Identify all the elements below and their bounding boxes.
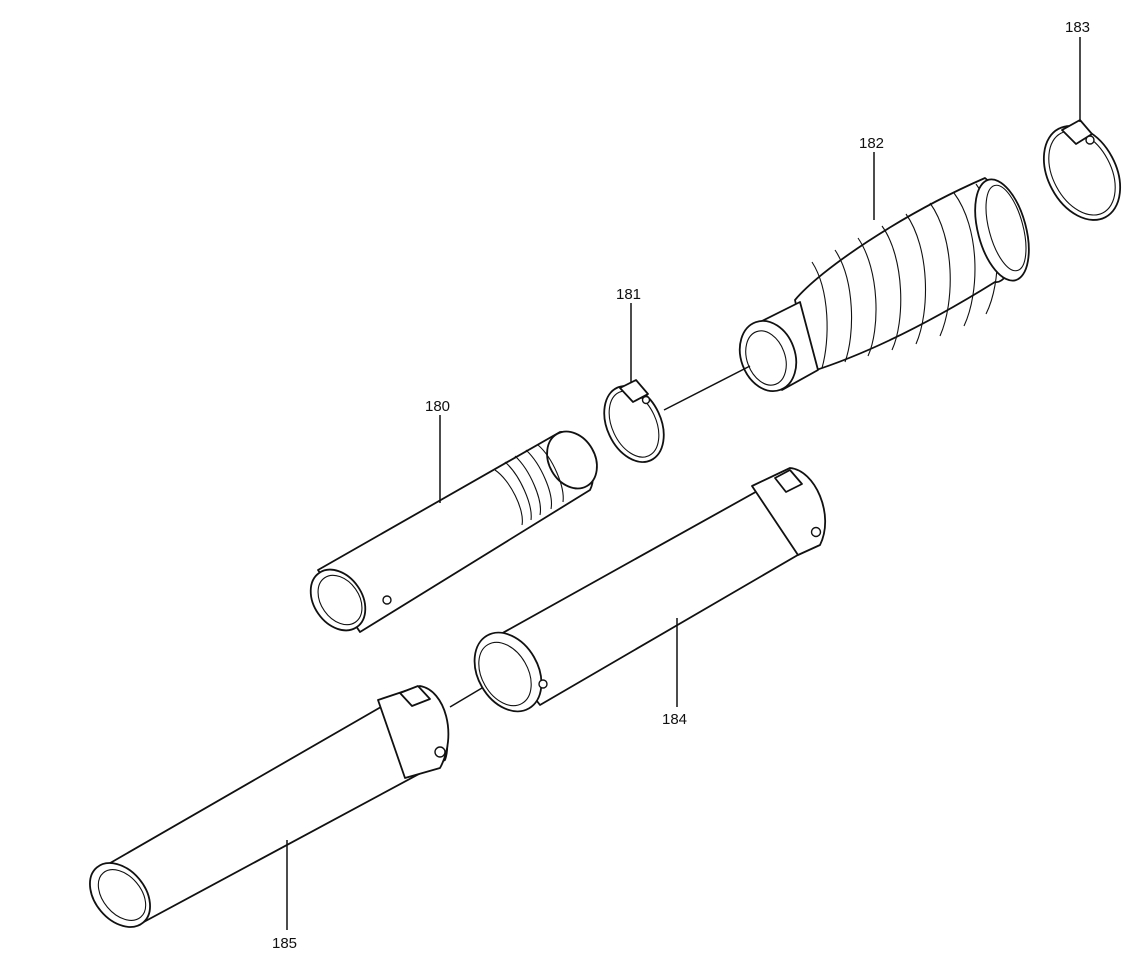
callout-184: 184 <box>662 711 687 728</box>
part-182-flexible-bellows <box>738 177 1030 392</box>
callout-labels: 183 182 181 180 184 185 <box>272 19 1090 952</box>
part-185-nozzle-pipe <box>89 685 450 928</box>
assembly-line-185-184 <box>449 687 483 708</box>
part-183-hose-clamp <box>1042 119 1122 221</box>
callout-182: 182 <box>859 135 884 152</box>
callout-183: 183 <box>1065 19 1090 36</box>
assembly-line-181-182 <box>663 365 751 411</box>
part-181-hose-clamp <box>603 379 665 463</box>
leader-lines <box>286 37 1081 930</box>
callout-181: 181 <box>616 286 641 303</box>
callout-180: 180 <box>425 398 450 415</box>
callout-185: 185 <box>272 935 297 952</box>
part-180-adapter-pipe <box>309 430 598 633</box>
part-184-middle-pipe <box>473 467 826 713</box>
